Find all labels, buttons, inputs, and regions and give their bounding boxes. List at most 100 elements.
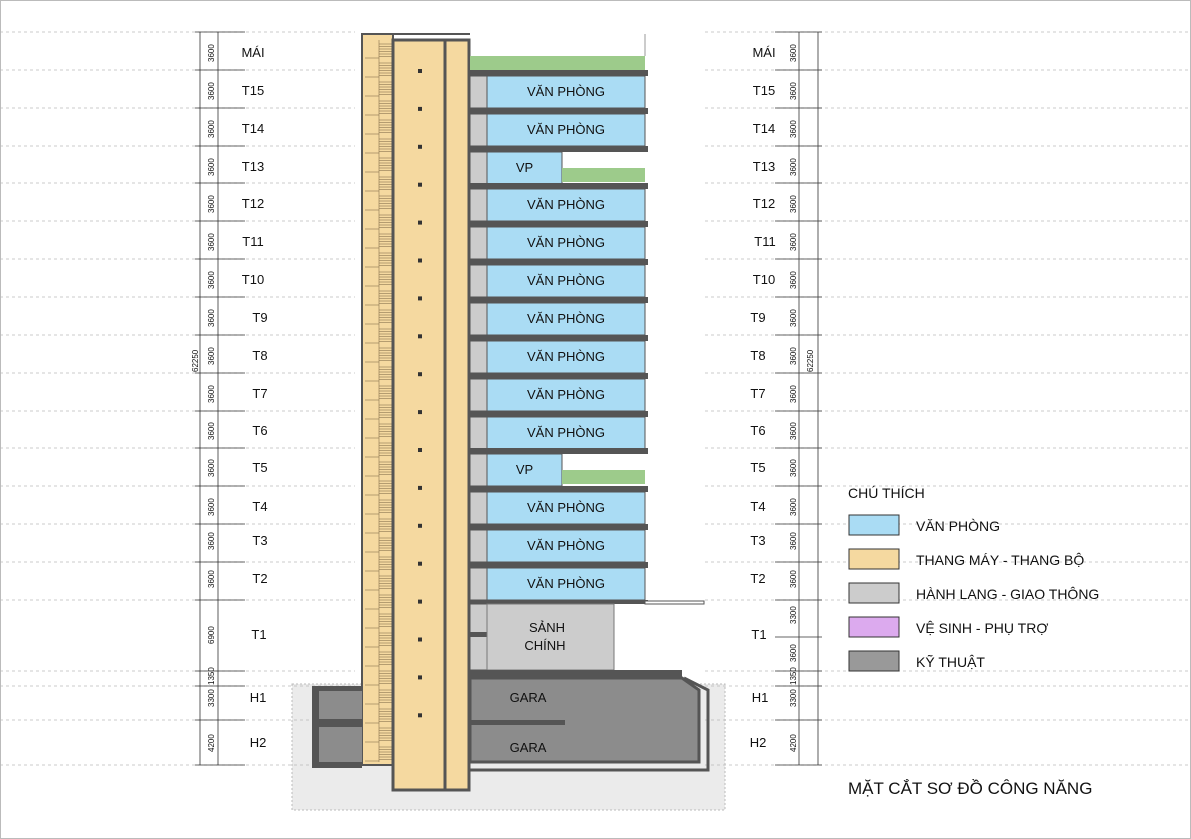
- dim-left: 3600: [207, 385, 216, 403]
- office-label: VĂN PHÒNG: [527, 273, 605, 288]
- elevator-marker: [418, 258, 422, 263]
- dim-right: 3600: [789, 120, 798, 138]
- office-space: [486, 567, 646, 601]
- level-label-right: T8: [750, 348, 765, 363]
- office-space: [486, 75, 646, 109]
- floor-slab: [470, 562, 648, 568]
- stair-flights: [365, 40, 392, 762]
- dim-left: 3600: [207, 120, 216, 138]
- dim-right: 4200: [789, 734, 798, 752]
- elevator-marker: [418, 69, 422, 73]
- left-dimension-chain: 3600360036003600360036003600360036003600…: [195, 31, 245, 766]
- legend-swatch: [848, 548, 900, 570]
- corridor: [469, 264, 488, 298]
- level-label-left: T11: [242, 234, 263, 249]
- corridor: [469, 567, 488, 601]
- legend-label: KỸ THUẬT: [916, 654, 985, 670]
- elevator-marker: [418, 106, 422, 111]
- dim-right: 3600: [789, 158, 798, 176]
- level-label-right: T5: [750, 460, 765, 475]
- level-label-right: T7: [750, 386, 765, 401]
- office-space: [486, 264, 646, 298]
- dim-right: 3600: [789, 570, 798, 588]
- level-label-left: T13: [242, 159, 264, 174]
- service-shaft: [443, 38, 471, 792]
- level-label-right: T1: [751, 627, 766, 642]
- office-space: [486, 491, 646, 525]
- level-label-right: T11: [754, 234, 775, 249]
- right-level-labels: MÁIT15T14T13T12T11T10T9T8T7T6T5T4T3T2T1H…: [750, 45, 776, 750]
- level-label-left: T5: [252, 460, 267, 475]
- level-label-left: T7: [252, 386, 267, 401]
- dim-right: 3600: [789, 195, 798, 213]
- level-label-right: T14: [753, 121, 775, 136]
- corridor: [469, 75, 488, 109]
- right-dimension-chain: 3600 3600 3600 3600 3600 3600 3600 3600 3600 3600…: [775, 31, 822, 766]
- legend-swatch: [848, 616, 900, 638]
- entrance-canopy: [644, 600, 705, 605]
- dim-left: 3600: [207, 158, 216, 176]
- dim-right: 3600: [789, 532, 798, 550]
- floor-slab: [470, 70, 648, 76]
- level-label-left: T6: [252, 423, 267, 438]
- office-space: [486, 188, 646, 222]
- office-label: VP: [516, 462, 533, 477]
- elevator-marker: [418, 220, 422, 225]
- level-label-right: T2: [750, 571, 765, 586]
- elevator-marker: [418, 296, 422, 301]
- dim-right: 3600: [789, 233, 798, 251]
- office-label: VĂN PHÒNG: [527, 538, 605, 553]
- legend-label: THANG MÁY - THANG BỘ: [916, 552, 1084, 568]
- dim-right: 3600: [789, 82, 798, 100]
- lobby-label-line2: CHÍNH: [524, 638, 565, 653]
- office-label: VP: [516, 160, 533, 175]
- floor-slab: [470, 297, 648, 303]
- dim-left: 4200: [207, 734, 216, 752]
- floor-slab: [470, 448, 648, 454]
- level-label-left: H2: [250, 735, 267, 750]
- dim-left: 6900: [207, 626, 216, 644]
- floor-slab: [470, 221, 648, 227]
- level-label-left: H1: [250, 690, 267, 705]
- level-label-right: T3: [750, 533, 765, 548]
- legend-swatch: [848, 514, 900, 536]
- office-space: [486, 302, 646, 336]
- office-label: VĂN PHÒNG: [527, 500, 605, 515]
- floor-slab: [470, 600, 648, 604]
- left-basement-room-h1: [319, 691, 362, 719]
- level-label-left: T15: [242, 83, 264, 98]
- basement-slab: [470, 720, 565, 725]
- level-label-left: T4: [252, 499, 267, 514]
- dim-right: 3600: [789, 347, 798, 365]
- floor-slab: [470, 183, 648, 189]
- level-label-right: T6: [750, 423, 765, 438]
- office-label: VĂN PHÒNG: [527, 387, 605, 402]
- basement-outer-wall: [470, 676, 710, 772]
- elevator-marker: [418, 448, 422, 452]
- level-label-right: T4: [750, 499, 765, 514]
- corridor: [469, 491, 488, 525]
- dim-left: 3600: [207, 532, 216, 550]
- corridor: [469, 113, 488, 147]
- legend-label: VĂN PHÒNG: [916, 518, 1000, 534]
- elevator-marker: [418, 485, 422, 490]
- stair-shaft: [361, 33, 394, 766]
- corridor: [469, 529, 488, 563]
- left-basement-room-h2: [319, 727, 362, 762]
- dim-right: 3600: [789, 385, 798, 403]
- level-label-right: H2: [750, 735, 767, 750]
- elevator-marker: [418, 182, 422, 187]
- roof-garden: [470, 56, 645, 70]
- floor-slab: [470, 146, 648, 152]
- corridor: [469, 416, 488, 450]
- office-label: VĂN PHÒNG: [527, 84, 605, 99]
- office-space: [486, 340, 646, 374]
- level-label-right: MÁI: [752, 45, 775, 60]
- legend-label: HÀNH LANG - GIAO THÔNG: [916, 586, 1099, 602]
- dim-left: 3600: [207, 309, 216, 327]
- elevator-marker: [418, 637, 422, 642]
- level-label-left: T12: [242, 196, 264, 211]
- dim-right: 3600: [789, 309, 798, 327]
- building-section: VĂN PHÒNG VĂN PHÒNG VP VĂN PHÒNG VĂN PHÒNG VĂ…: [312, 33, 710, 792]
